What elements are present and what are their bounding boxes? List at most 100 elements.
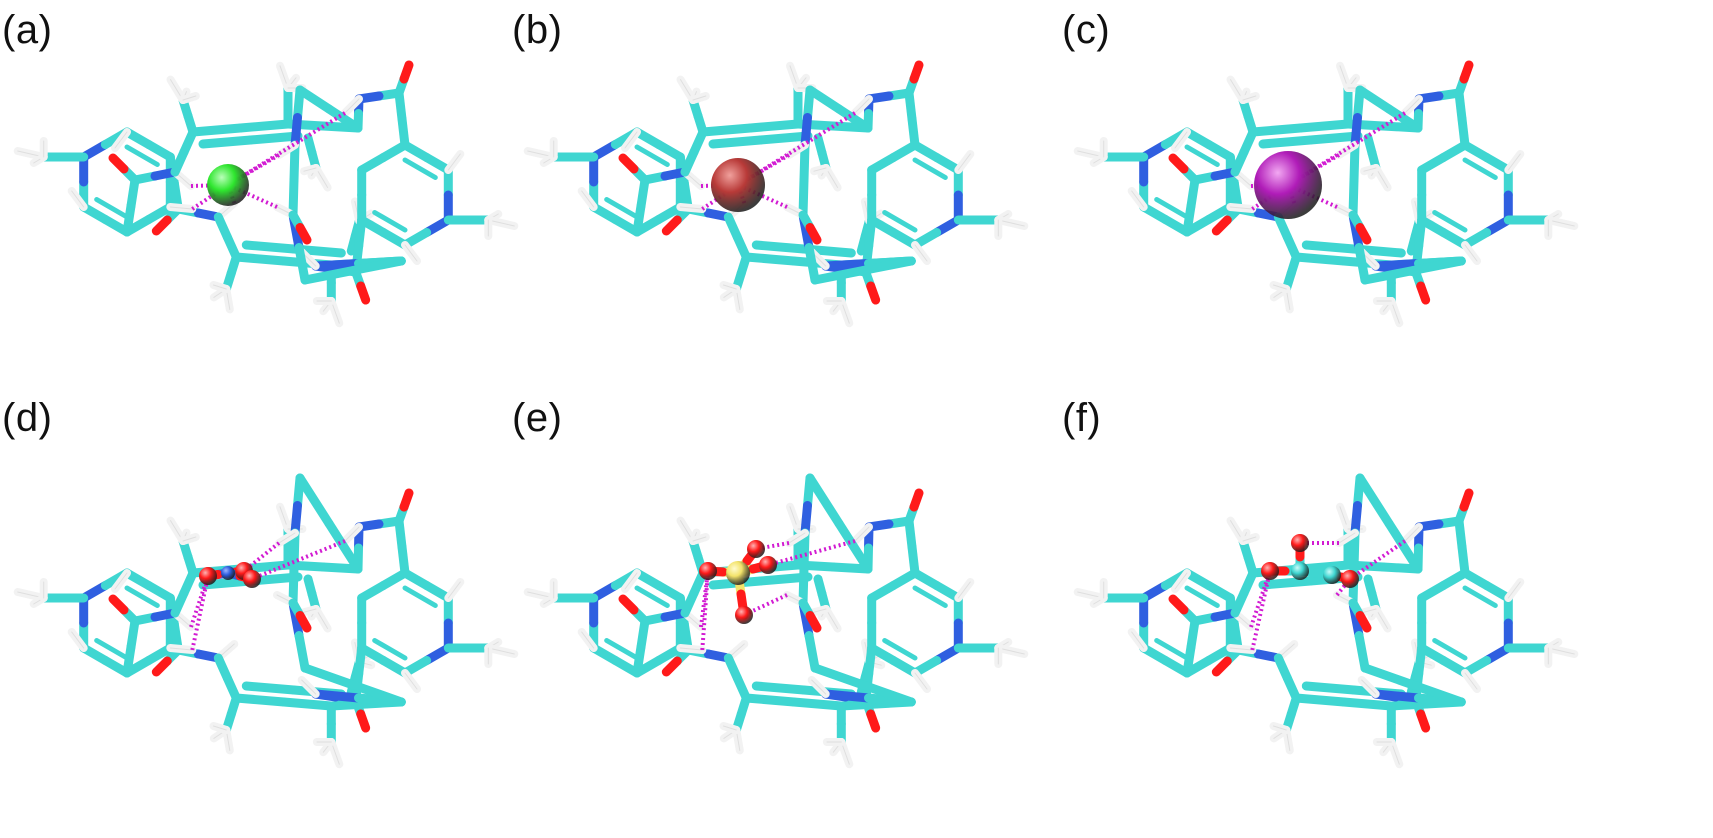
bond [1211, 656, 1232, 677]
bond [231, 693, 289, 707]
h-atom [577, 187, 598, 211]
bond [1354, 631, 1370, 673]
h-edge [679, 206, 703, 210]
bond [1384, 104, 1423, 133]
h-atom [911, 241, 931, 265]
bond [1416, 281, 1431, 305]
bond [1355, 611, 1372, 633]
h-atom [179, 533, 200, 545]
h-atom [1127, 628, 1148, 652]
bond [94, 197, 130, 220]
oxygen-atom [243, 570, 261, 588]
bond [1432, 638, 1468, 661]
h-edge [997, 647, 1025, 655]
h-atom [484, 216, 519, 230]
bond [1350, 501, 1362, 538]
h-edge [1242, 95, 1257, 101]
bond [912, 585, 948, 608]
bond [1360, 266, 1418, 285]
bond [1258, 135, 1315, 149]
h-atom [300, 164, 320, 176]
h-edge [1547, 219, 1575, 227]
h-atom [1360, 164, 1380, 176]
bond [741, 252, 799, 266]
bond [300, 663, 358, 690]
bond [634, 144, 670, 167]
h-edge [344, 526, 360, 542]
bond [348, 256, 406, 275]
bond [1258, 576, 1315, 590]
h-edge [1273, 725, 1287, 731]
bond [1291, 693, 1349, 707]
bond [1408, 256, 1466, 275]
bond [295, 85, 334, 114]
bond [1296, 119, 1353, 133]
h-atom [810, 605, 830, 617]
h-edge [301, 679, 317, 695]
h-edge [404, 244, 418, 262]
carbon-atom [1323, 566, 1341, 584]
h-atom [166, 203, 197, 213]
bond [821, 689, 873, 703]
h-edge [854, 526, 870, 542]
h-edge [447, 153, 461, 171]
bond [1184, 585, 1220, 608]
h-atom [179, 92, 200, 104]
bond [799, 528, 810, 573]
bond [858, 256, 916, 275]
guest-anion [1249, 534, 1407, 651]
h-atom [484, 644, 519, 658]
bond [399, 488, 414, 512]
bond [1154, 638, 1190, 661]
h-edge [957, 581, 971, 599]
h-edge [957, 153, 971, 171]
bond [789, 697, 846, 711]
h-edge [71, 631, 85, 649]
hydrogen-bond [755, 541, 790, 551]
h-edge [914, 672, 928, 690]
halide-ion [711, 158, 765, 212]
h-atom [621, 128, 641, 152]
bond [288, 563, 299, 608]
h-atom [911, 669, 931, 693]
h-atom [1269, 722, 1291, 734]
bond [805, 223, 822, 245]
h-edge [1507, 581, 1521, 599]
h-edge [1404, 526, 1420, 542]
panel-a: (a) [0, 0, 571, 419]
h-edge [723, 725, 737, 731]
h-atom [1239, 92, 1260, 104]
h-atom [1226, 644, 1257, 654]
bond [356, 709, 371, 733]
bond [1462, 157, 1498, 180]
hydrogen-bond [189, 575, 210, 628]
h-edge [997, 219, 1025, 227]
h-atom [341, 95, 363, 117]
bond [290, 113, 302, 150]
h-edge [278, 532, 296, 544]
bond [909, 60, 924, 84]
bond [1248, 123, 1305, 137]
h-edge [182, 536, 197, 542]
h-edge [1242, 536, 1257, 542]
h-atom [851, 95, 873, 117]
bond [94, 638, 130, 661]
bond [356, 281, 371, 305]
bond [293, 85, 305, 122]
h-atom [209, 281, 231, 293]
h-atom [341, 523, 363, 545]
bond [1350, 113, 1362, 150]
panel-d: (d) [0, 388, 571, 807]
bond [1416, 709, 1431, 733]
bond [698, 123, 755, 137]
h-atom [166, 644, 197, 654]
bond [798, 175, 809, 220]
h-atom [300, 605, 320, 617]
bond [108, 153, 129, 174]
bond [1211, 215, 1232, 236]
bond [295, 611, 312, 633]
h-edge [1174, 131, 1188, 149]
bond [1184, 144, 1220, 167]
molecule-a [13, 60, 519, 328]
h-atom [401, 669, 421, 693]
